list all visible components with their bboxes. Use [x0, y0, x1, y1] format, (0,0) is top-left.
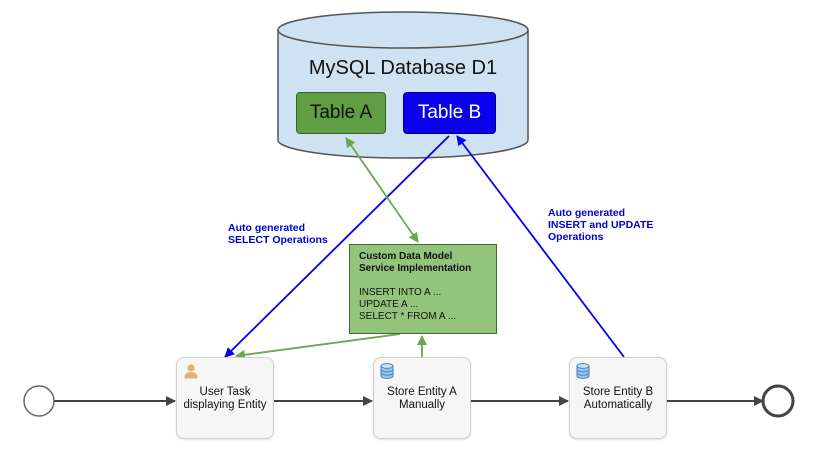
blue-flow-store-b-to-table-b: [456, 135, 625, 358]
table-a-label: Table A: [309, 102, 373, 123]
user-task-label-line-2: displaying Entity: [183, 399, 267, 411]
store-b-label-line-2: Automatically: [583, 399, 653, 411]
insert-label-line-3: Operations: [548, 231, 604, 243]
store-entity-b-task[interactable]: Store Entity B Automatically: [569, 357, 667, 439]
database-title: MySQL Database D1: [308, 57, 498, 79]
table-b-label: Table B: [417, 102, 482, 123]
service-code-line-1: INSERT INTO A ...: [359, 287, 442, 298]
database-cylinder: [277, 11, 529, 159]
table-b: Table B: [403, 92, 496, 134]
user-task-displaying-entity[interactable]: User Task displaying Entity: [176, 357, 274, 439]
service-code-line-2: UPDATE A ...: [359, 299, 419, 310]
store-entity-a-task[interactable]: Store Entity A Manually: [373, 357, 471, 439]
database-icon: [576, 363, 590, 379]
green-flow-service-table-a: [345, 137, 419, 243]
end-event: [761, 384, 795, 418]
store-b-label-line-1: Store Entity B: [582, 386, 654, 398]
service-title-line-2: Service Implementation: [359, 263, 472, 274]
store-a-label-line-1: Store Entity A: [387, 386, 457, 398]
select-label-line-2: SELECT Operations: [228, 234, 328, 246]
start-event: [23, 385, 55, 417]
green-flow-service-to-user-task: [235, 333, 401, 360]
service-code-line-3: SELECT * FROM A ...: [359, 311, 457, 322]
select-label-line-1: Auto generated: [228, 222, 306, 234]
table-a: Table A: [296, 92, 386, 134]
store-a-label-line-2: Manually: [398, 399, 446, 411]
service-title-line-1: Custom Data Model: [359, 251, 453, 262]
user-task-label-line-1: User Task: [199, 386, 251, 398]
insert-update-operations-label: Auto generated INSERT and UPDATE Operati…: [548, 207, 653, 243]
custom-data-model-service: Custom Data Model Service Implementation…: [349, 244, 497, 334]
database-icon: [380, 363, 394, 379]
select-operations-label: Auto generated SELECT Operations: [228, 222, 328, 246]
user-icon: [184, 364, 198, 379]
insert-label-line-1: Auto generated: [548, 207, 626, 219]
insert-label-line-2: INSERT and UPDATE: [548, 219, 654, 231]
